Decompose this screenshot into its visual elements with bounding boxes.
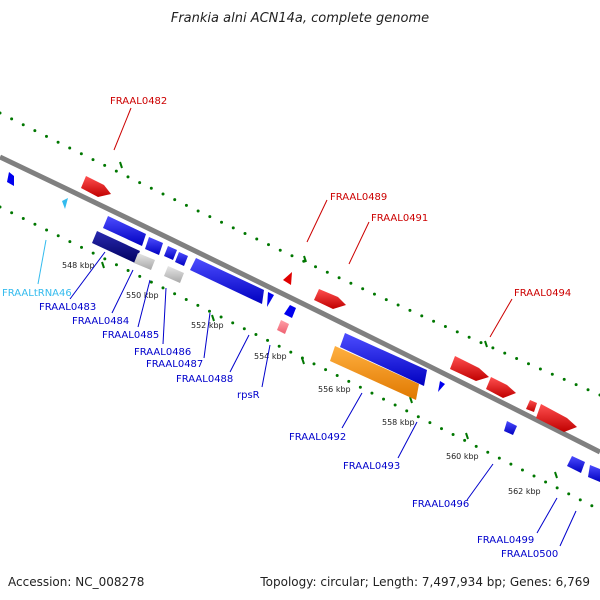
label-FRAAL0483[interactable]: FRAAL0483 (39, 302, 96, 313)
label-FRAAL0499[interactable]: FRAAL0499 (477, 535, 534, 546)
label-FRAAL0500[interactable]: FRAAL0500 (501, 549, 558, 560)
gene-FRAAL0494c[interactable] (526, 400, 537, 412)
gene-FRAAL0487[interactable] (190, 258, 264, 304)
gene-labels: FRAAL0482 FRAAL0489 FRAAL0491 FRAAL0494 … (2, 96, 571, 560)
label-FRAAL0491[interactable]: FRAAL0491 (371, 213, 428, 224)
label-FRAAL0488[interactable]: FRAAL0488 (176, 374, 233, 385)
gene-FRAAL0488[interactable] (267, 292, 274, 307)
gene-rpsR[interactable] (277, 320, 289, 334)
gene-FRAAL0483[interactable] (103, 216, 146, 246)
tick-label: 554 kbp (254, 352, 287, 361)
tick-label: 562 kbp (508, 487, 541, 496)
gene-FRAAL0491[interactable] (314, 289, 346, 309)
gene-FRAAL0484b[interactable] (134, 253, 155, 270)
gene-FRAAL0482[interactable] (81, 176, 111, 197)
gene-FRAAL0485[interactable] (164, 246, 177, 260)
label-FRAAL0493[interactable]: FRAAL0493 (343, 461, 400, 472)
label-FRAAL0486[interactable]: FRAAL0486 (134, 347, 191, 358)
label-rpsR[interactable]: rpsR (237, 390, 260, 401)
gene-FRAAL0486[interactable] (175, 252, 188, 266)
label-FRAAL0482[interactable]: FRAAL0482 (110, 96, 167, 107)
map-title: Frankia alni ACN14a, complete genome (171, 11, 429, 26)
gene-left-edge[interactable] (7, 172, 14, 186)
tick-label: 550 kbp (126, 291, 159, 300)
label-FRAAL0489[interactable]: FRAAL0489 (330, 192, 387, 203)
gene-FRAAL0499[interactable] (567, 456, 585, 473)
gene-FRAAL0492[interactable] (340, 333, 427, 386)
gene-FRAAL0500[interactable] (588, 465, 600, 482)
genome-backbone (0, 154, 600, 455)
gene-FRAAL0488b[interactable] (284, 305, 296, 318)
tick-label: 560 kbp (446, 452, 479, 461)
gene-FRAAL0494b[interactable] (486, 377, 516, 398)
gene-FRAAL0489[interactable] (283, 272, 292, 285)
gene-FRAAL0493[interactable] (330, 346, 419, 400)
inner-tick-ring (0, 205, 600, 512)
tick-label: 552 kbp (191, 321, 224, 330)
gene-FRAAL0496[interactable] (504, 421, 517, 435)
tick-label: 556 kbp (318, 385, 351, 394)
gene-FRAAL0483b[interactable] (92, 231, 140, 263)
gene-FRAAL0494d[interactable] (536, 404, 577, 432)
reverse-genes (7, 172, 600, 482)
label-FRAAL0487[interactable]: FRAAL0487 (146, 359, 203, 370)
gene-FRAALtRNA46[interactable] (62, 198, 68, 209)
label-FRAAL0492[interactable]: FRAAL0492 (289, 432, 346, 443)
accession-text: Accession: NC_008278 (8, 575, 144, 589)
label-FRAAL0494[interactable]: FRAAL0494 (514, 288, 571, 299)
label-FRAAL0485[interactable]: FRAAL0485 (102, 330, 159, 341)
topology-text: Topology: circular; Length: 7,497,934 bp… (259, 575, 590, 589)
tick-label: 558 kbp (382, 418, 415, 427)
label-FRAAL0496[interactable]: FRAAL0496 (412, 499, 469, 510)
tick-label: 548 kbp (62, 261, 95, 270)
forward-genes (81, 176, 577, 432)
gene-FRAAL0493b[interactable] (438, 381, 445, 392)
label-FRAALtRNA46[interactable]: FRAALtRNA46 (2, 288, 72, 299)
gene-FRAAL0494a[interactable] (450, 356, 489, 381)
tick-labels: 548 kbp 550 kbp 552 kbp 554 kbp 556 kbp … (62, 261, 541, 496)
gene-FRAAL0486b[interactable] (164, 266, 184, 283)
gene-FRAAL0484[interactable] (145, 237, 163, 255)
leader-lines (37, 107, 577, 547)
outer-tick-ring (0, 111, 600, 397)
label-FRAAL0484[interactable]: FRAAL0484 (72, 316, 129, 327)
